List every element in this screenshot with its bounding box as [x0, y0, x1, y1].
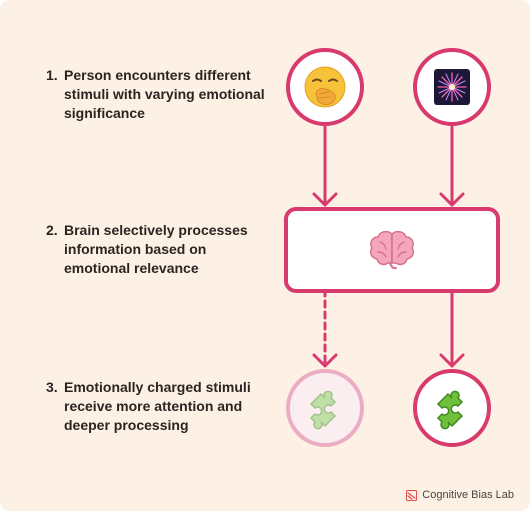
step-3-number: 3. — [46, 379, 58, 395]
brand-footer: Cognitive Bias Lab — [406, 489, 514, 501]
step-1-number: 1. — [46, 67, 58, 83]
yawning-face-icon — [304, 66, 346, 108]
brain-icon — [369, 230, 415, 270]
step-1: 1. Person encounters different stimuli w… — [46, 66, 271, 123]
high-attention-result-node — [413, 369, 491, 447]
low-attention-result-node — [286, 369, 364, 447]
arrowhead-neutral-to-brain — [312, 192, 338, 207]
puzzle-piece-icon — [436, 390, 464, 430]
step-3-text: Emotionally charged stimuli receive more… — [64, 379, 251, 433]
step-2-number: 2. — [46, 222, 58, 238]
brand-name: Cognitive Bias Lab — [422, 489, 514, 501]
arrowhead-brain-to-high-attention — [439, 353, 465, 368]
arrowhead-emotional-to-brain — [439, 192, 465, 207]
step-2-text: Brain selectively processes information … — [64, 222, 248, 276]
puzzle-piece-icon — [309, 390, 337, 430]
step-2: 2. Brain selectively processes informati… — [46, 221, 271, 278]
brand-logo-icon — [406, 489, 418, 501]
brain-processing-node — [284, 207, 500, 293]
fireworks-icon — [434, 69, 470, 105]
step-1-text: Person encounters different stimuli with… — [64, 67, 265, 121]
step-3: 3. Emotionally charged stimuli receive m… — [46, 378, 271, 435]
stimulus-emotional-node — [413, 48, 491, 126]
stimulus-neutral-node — [286, 48, 364, 126]
arrowhead-brain-to-low-attention — [312, 353, 338, 368]
